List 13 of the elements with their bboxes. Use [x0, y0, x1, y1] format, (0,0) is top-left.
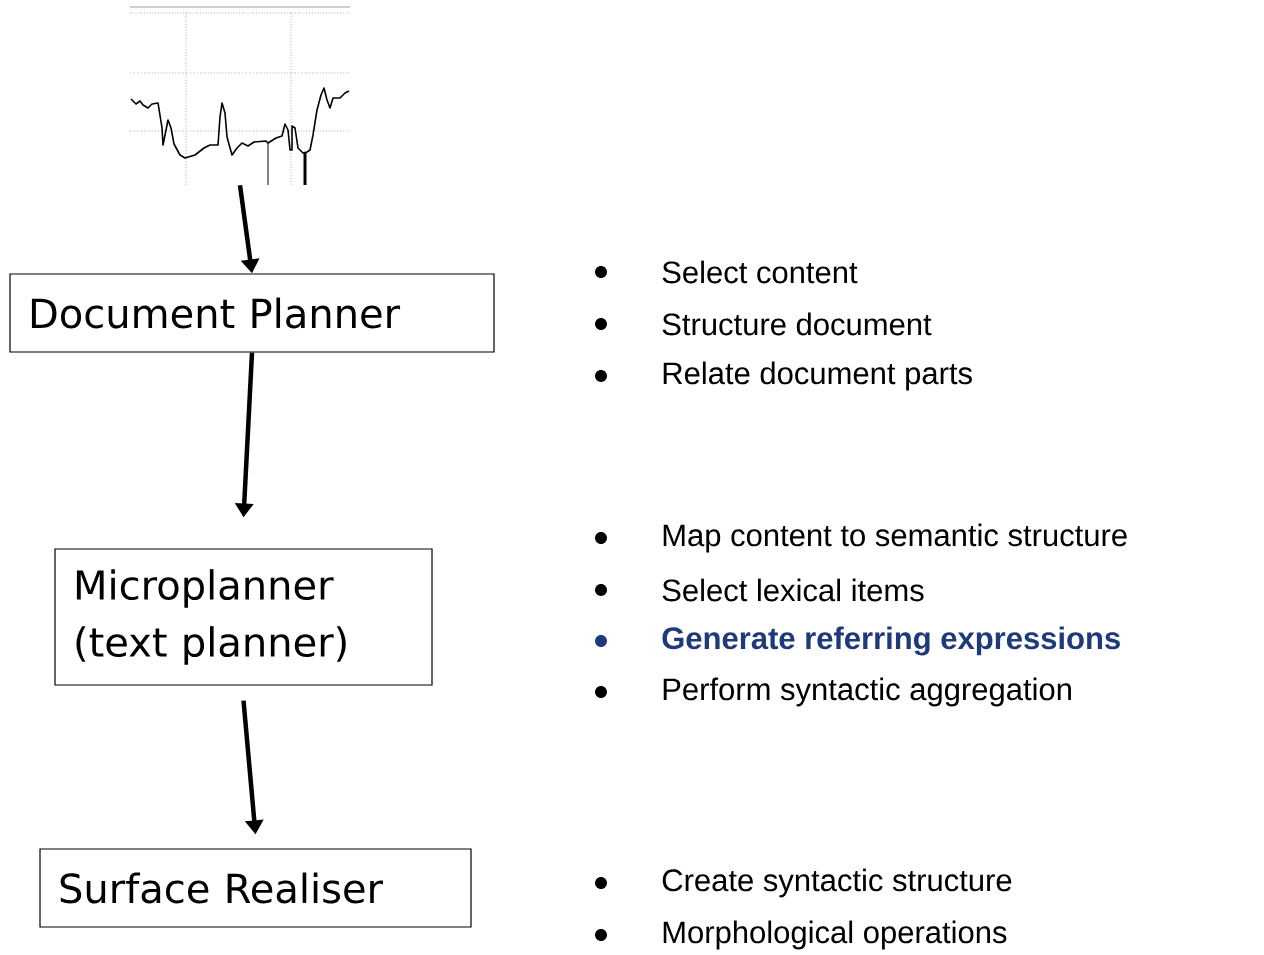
bullet-item: Generate referring expressions: [595, 626, 1120, 656]
bullet-item: Relate document parts: [595, 361, 972, 391]
bullet-item: Map content to semantic structure: [595, 523, 1127, 553]
bullet-item: Perform syntactic aggregation: [595, 677, 1071, 707]
process-box: Document Planner: [9, 273, 495, 353]
bullet-item: Select lexical items: [595, 578, 924, 602]
bullet-item: Structure document: [595, 312, 932, 336]
bullet-item: Create syntactic structure: [595, 868, 1012, 898]
process-box: Microplanner (text planner): [54, 548, 433, 686]
chart-drawing: [129, 6, 351, 186]
bullet-item: Morphological operations: [595, 920, 1007, 950]
bullet-item: Select content: [595, 260, 858, 284]
process-box: Surface Realiser: [39, 848, 472, 928]
